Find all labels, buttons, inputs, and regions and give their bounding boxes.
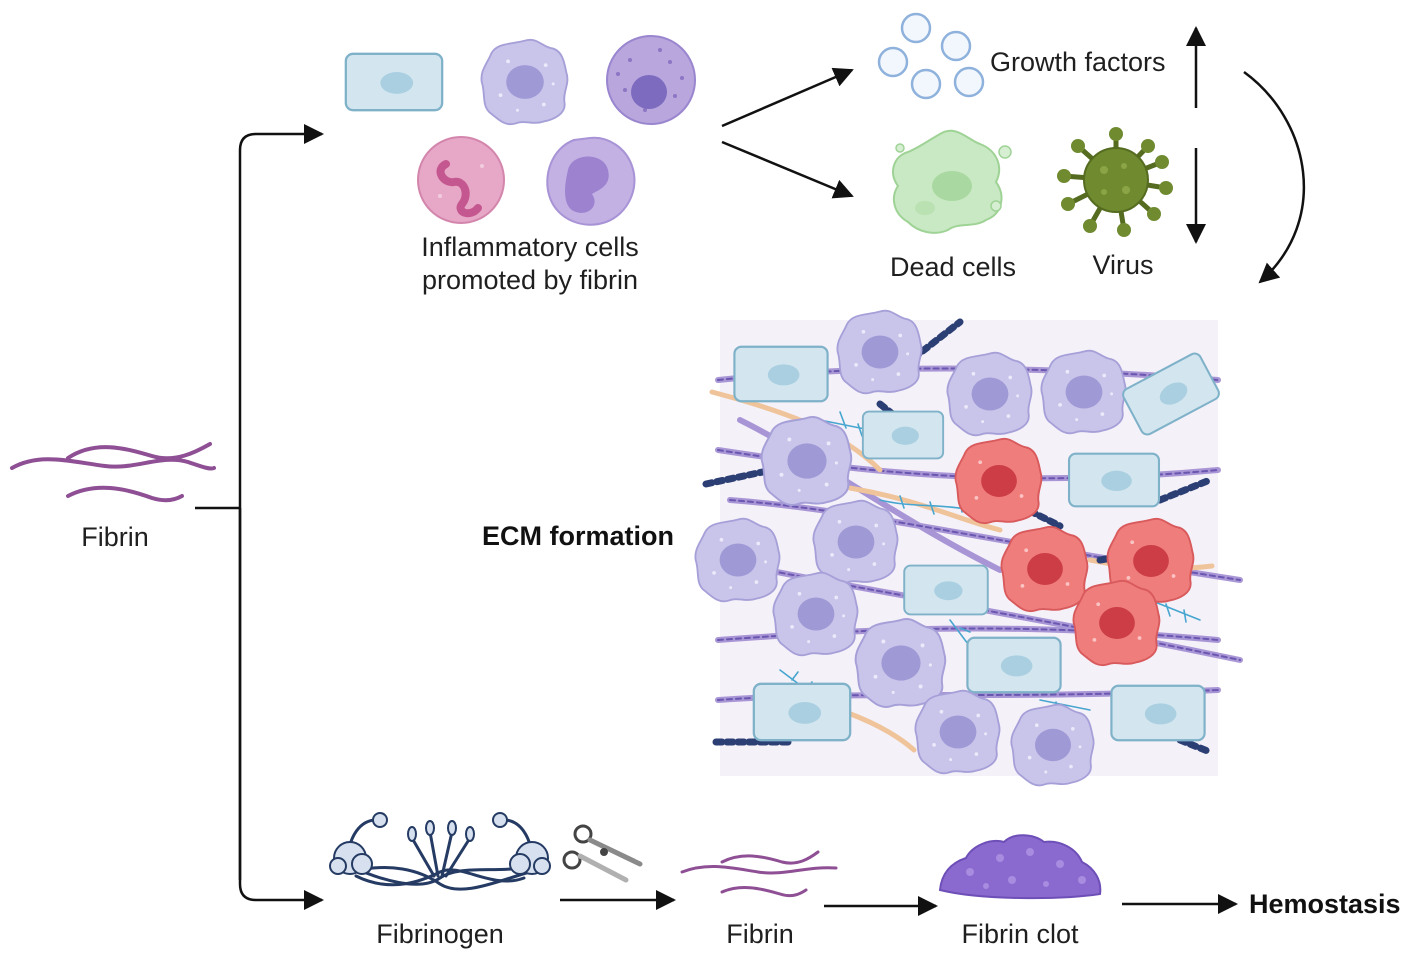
fibrin-clot bbox=[938, 834, 1102, 900]
bottom-arrows bbox=[560, 890, 1238, 916]
monocyte-cell bbox=[546, 136, 636, 226]
fibrinogen-molecule bbox=[344, 818, 536, 891]
regulation-arrows bbox=[1186, 26, 1306, 284]
fibrin-strands-bottom bbox=[680, 850, 838, 898]
fibrin-strands-left bbox=[10, 442, 216, 503]
virus bbox=[1057, 127, 1173, 237]
ecm-panel bbox=[694, 309, 1243, 787]
ecm-formation-label: ECM formation bbox=[482, 521, 674, 551]
scissors-icon bbox=[562, 824, 643, 883]
curved-arrow-icon bbox=[1243, 70, 1306, 284]
fork-arrows bbox=[721, 67, 854, 199]
branch-connector bbox=[195, 124, 324, 910]
dead-cells bbox=[892, 129, 1012, 234]
fibrin-clot-label: Fibrin clot bbox=[961, 919, 1079, 949]
fibrin-label-bottom: Fibrin bbox=[726, 919, 794, 949]
inflammatory-cells-label-line2: promoted by fibrin bbox=[422, 265, 638, 295]
virus-label: Virus bbox=[1092, 250, 1153, 280]
neutrophil-cell bbox=[417, 136, 505, 224]
growth-factors bbox=[877, 12, 985, 100]
dead-cells-label: Dead cells bbox=[890, 252, 1016, 282]
growth-factors-label: Growth factors bbox=[990, 47, 1166, 77]
basophil-cell bbox=[606, 35, 696, 125]
inflammatory-cells-label-line1: Inflammatory cells bbox=[421, 232, 639, 262]
fibrin-label-left: Fibrin bbox=[81, 522, 149, 552]
fibrinogen-nodes bbox=[329, 812, 551, 875]
hemostasis-label: Hemostasis bbox=[1249, 889, 1401, 919]
inflammatory-cells bbox=[344, 35, 696, 226]
fibrinogen-label: Fibrinogen bbox=[376, 919, 504, 949]
